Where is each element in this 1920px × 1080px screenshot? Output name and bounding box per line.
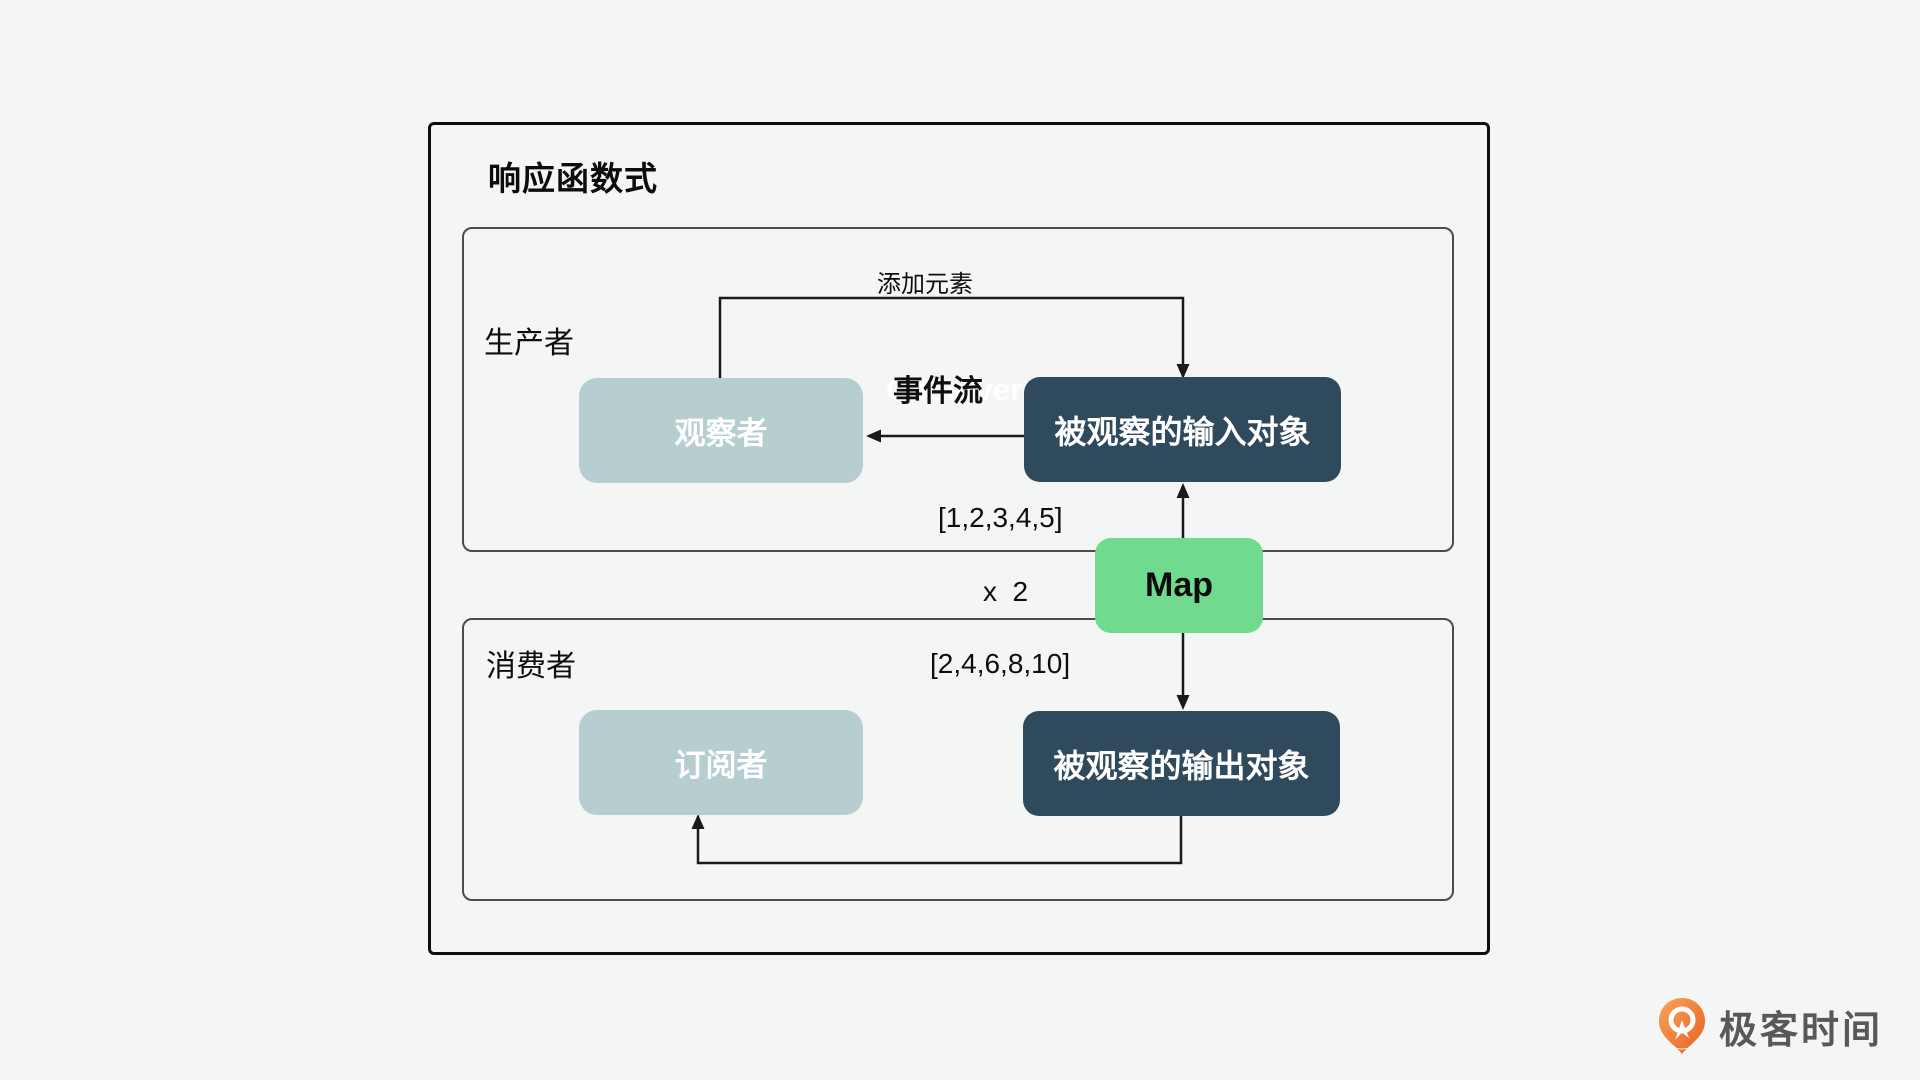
reactive-functional-container (428, 122, 1490, 955)
page-title: 响应函数式 (488, 160, 658, 197)
observable-input-node-label: 被观察的输入对象 (1054, 413, 1311, 450)
consumer-section (462, 618, 1454, 901)
event-stream-label: 事件流 (893, 375, 983, 408)
observer-node-label: 观察者 (674, 416, 768, 451)
add-element-label: 添加元素 (877, 271, 973, 298)
observable-input-node: 被观察的输入对象 (1024, 377, 1341, 482)
input-values-label: [1,2,3,4,5] (938, 502, 1063, 533)
geektime-logo-icon (1659, 998, 1705, 1054)
observer-node: 观察者 (579, 378, 863, 483)
subscriber-node: 订阅者 (579, 710, 863, 815)
observable-output-node: 被观察的输出对象 (1023, 711, 1340, 816)
map-operator-label: Map (1145, 566, 1213, 604)
output-values-label: [2,4,6,8,10] (930, 648, 1071, 679)
multiply-operation-label: x 2 (983, 576, 1029, 607)
map-operator-node: Map (1095, 538, 1263, 633)
consumer-label: 消费者 (486, 650, 576, 683)
observable-output-node-label: 被观察的输出对象 (1053, 747, 1310, 784)
geektime-logo-text: 极客时间 (1719, 1009, 1884, 1052)
producer-section (462, 227, 1454, 552)
geektime-logo: 极客时间 (1658, 997, 1883, 1055)
subscriber-node-label: 订阅者 (674, 748, 768, 783)
producer-label: 生产者 (484, 327, 574, 360)
